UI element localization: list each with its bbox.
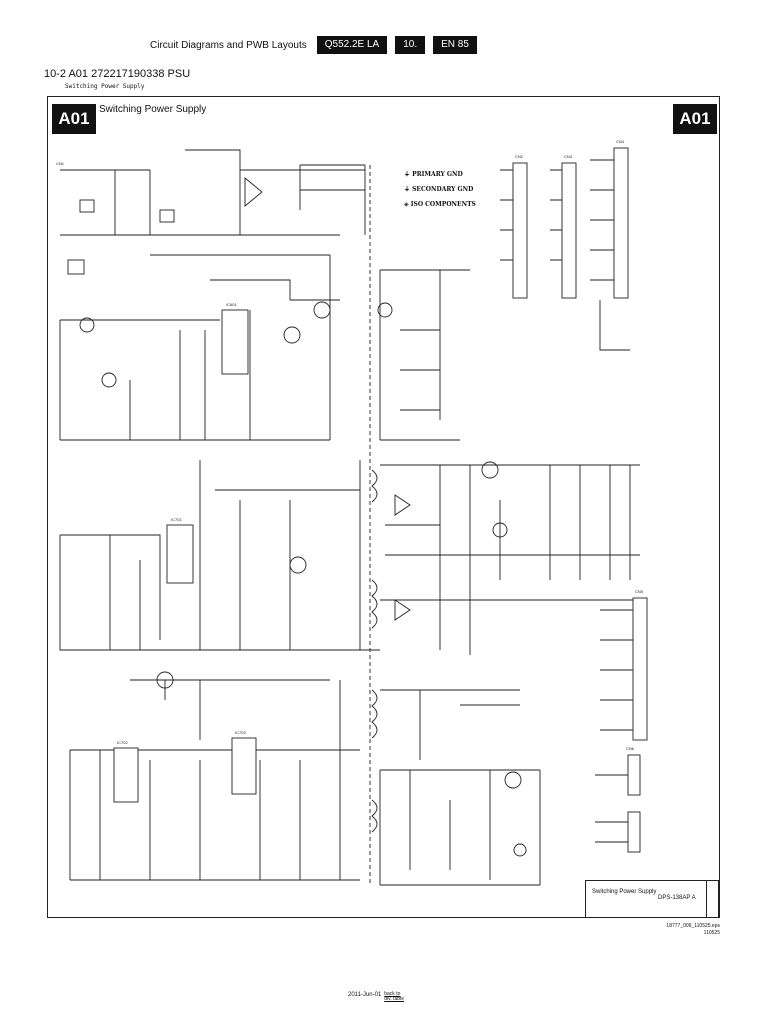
standby-section: CN2 CN3 CN4 [369,139,630,885]
file-reference: 18777_009_110525.eps 110525 [640,923,720,937]
svg-text:CN1: CN1 [56,161,65,166]
title-block-model: DPS-138AP A [658,895,696,901]
svg-text:IC701: IC701 [171,517,182,522]
page-header: Circuit Diagrams and PWB Layouts Q552.2E… [150,36,485,54]
document-title: Circuit Diagrams and PWB Layouts [150,39,307,51]
svg-text:IC702: IC702 [117,740,128,745]
svg-text:CN6: CN6 [626,746,635,751]
primary-section: IC601 CN1 [56,149,366,441]
sheet-tag-right: A01 [673,104,717,134]
page-badge: EN 85 [433,36,477,54]
svg-text:CN2: CN2 [515,154,524,159]
back-to-div-table-link[interactable]: back to div. table [384,991,404,1002]
sheet-title: Switching Power Supply [99,104,207,115]
footer-date: 2011-Jun-01 [348,992,382,998]
file-date: 110525 [703,930,720,936]
title-block-name: Switching Power Supply [592,889,657,895]
file-name: 18777_009_110525.eps [666,923,720,929]
title-block: Switching Power Supply DPS-138AP A [585,880,719,918]
title-block-divider [706,881,707,917]
page-footer: 2011-Jun-01 back to div. table [348,992,404,1002]
auxiliary-section: IC702 IC703 CN6 [69,671,641,886]
section-subtitle: Switching Power Supply [65,83,145,90]
chapter-badge: 10. [395,36,426,54]
legend-primary-gnd: ⏚ PRIMARY GND [404,171,463,178]
sheet-tag-left: A01 [52,104,96,134]
main-converter-section: IC701 CN5 [59,460,648,741]
section-title: 10-2 A01 272217190338 PSU [44,68,191,80]
svg-text:IC703: IC703 [235,730,246,735]
legend-iso-components: ◈ ISO COMPONENTS [404,201,476,208]
svg-text:CN5: CN5 [635,589,644,594]
model-badge: Q552.2E LA [316,36,388,54]
schematic-frame [47,96,720,918]
svg-text:IC601: IC601 [226,302,237,307]
svg-text:CN3: CN3 [564,154,573,159]
svg-text:CN4: CN4 [616,139,625,144]
ground-legend: ⏚ PRIMARY GND ⏚ SECONDARY GND ◈ ISO COMP… [404,167,476,212]
legend-secondary-gnd: ⏚ SECONDARY GND [404,186,474,193]
